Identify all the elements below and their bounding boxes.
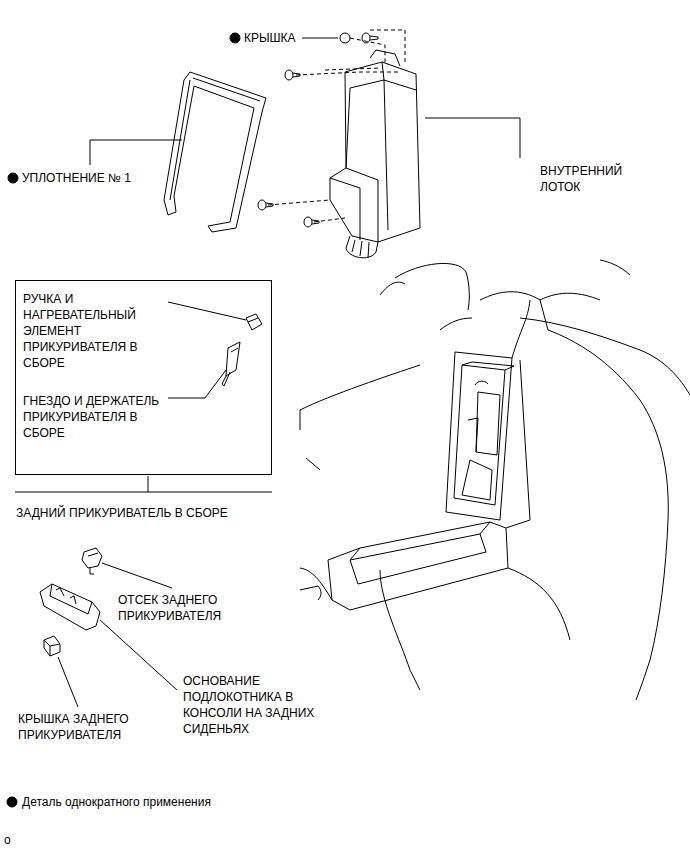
legend-text: Деталь однократного применения: [22, 794, 211, 810]
single-use-mark: [8, 173, 18, 183]
fastener-dash: [268, 30, 405, 222]
assembly-heading: ЗАДНИЙ ПРИКУРИВАТЕЛЬ В СБОРЕ: [16, 505, 228, 521]
legend-mark: [7, 797, 17, 807]
bracket-line: [15, 476, 272, 492]
part-name: ОСНОВАНИЕ ПОДЛОКОТНИКА В КОНСОЛИ НА ЗАДН…: [183, 673, 333, 737]
leader-line: [100, 620, 177, 690]
leader-line: [168, 302, 246, 320]
leader-line: [102, 563, 172, 588]
leader-line: [425, 118, 520, 158]
lighter-knob-part: [246, 314, 262, 330]
part-name: УПЛОТНЕНИЕ № 1: [22, 170, 131, 186]
part-name: КРЫШКА ЗАДНЕГО ПРИКУРИВАТЕЛЯ: [18, 711, 143, 743]
part-name: ВНУТРЕННИЙ ЛОТОК: [540, 163, 640, 195]
cover-part: [44, 636, 60, 656]
cap-part: [340, 33, 350, 43]
single-use-mark: [230, 33, 240, 43]
page-mark: o: [4, 832, 11, 848]
rear-seat-illustration: [300, 260, 690, 700]
seal-part: [164, 72, 266, 232]
lighter-socket-part: [222, 342, 240, 386]
part-name: ГНЕЗДО И ДЕРЖАТЕЛЬ ПРИКУРИВАТЕЛЯ В СБОРЕ: [23, 393, 173, 441]
screw: [258, 70, 319, 227]
armrest-base-part: [40, 584, 100, 630]
part-name: РУЧКА И НАГРЕВАТЕЛЬНЫЙ ЭЛЕМЕНТ ПРИКУРИВА…: [23, 291, 153, 371]
part-name: КРЫШКА: [244, 30, 296, 46]
compartment-part: [82, 548, 102, 574]
leader-line: [58, 657, 78, 707]
part-name: ОТСЕК ЗАДНЕГО ПРИКУРИВАТЕЛЯ: [118, 592, 236, 624]
leader-line: [90, 140, 182, 165]
leader-line: [168, 370, 226, 398]
assembly-box: РУЧКА И НАГРЕВАТЕЛЬНЫЙ ЭЛЕМЕНТ ПРИКУРИВА…: [15, 280, 272, 475]
leader-line: [302, 38, 338, 39]
inner-tray-part: [330, 50, 420, 258]
screw: [362, 33, 378, 43]
